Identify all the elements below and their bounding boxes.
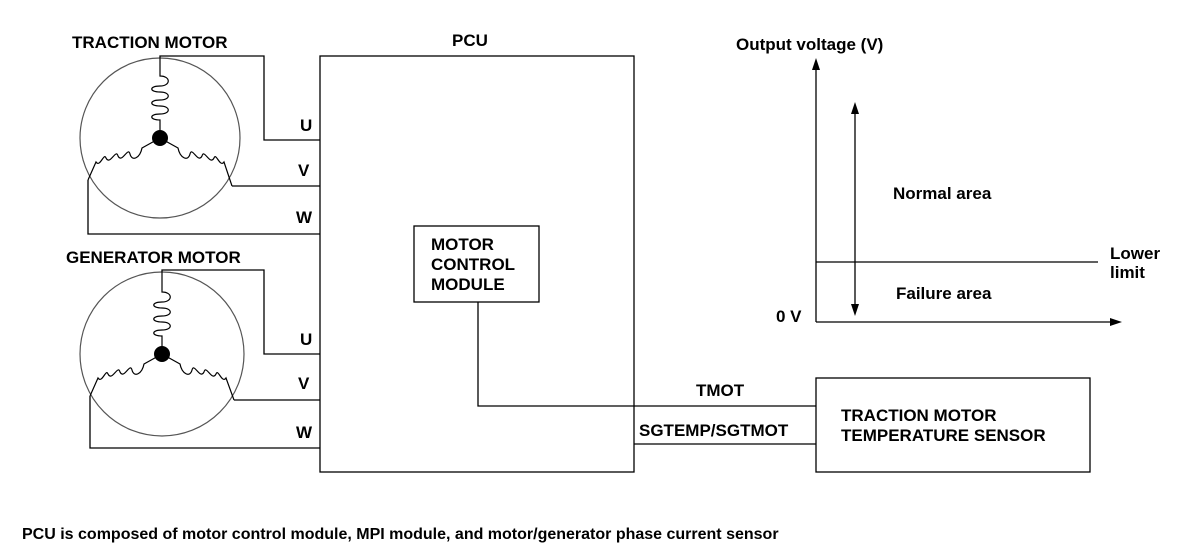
lower-limit-label-line2: limit <box>1110 263 1145 282</box>
tmot-wire <box>477 302 816 407</box>
generator-phase-v-label: V <box>298 374 310 393</box>
caption: PCU is composed of motor control module,… <box>22 526 779 543</box>
traction-motor-coil-right <box>159 137 233 187</box>
zero-volt-label: 0 V <box>776 307 802 326</box>
generator-motor-label: GENERATOR MOTOR <box>66 248 241 267</box>
motor-control-module-box <box>413 225 540 303</box>
generator-motor-coil-top <box>153 272 171 354</box>
normal-area-label: Normal area <box>893 184 992 203</box>
generator-phase-u-label: U <box>300 330 312 349</box>
traction-motor-wire-w <box>87 180 320 235</box>
graph-x-axis-arrowhead <box>1110 318 1122 326</box>
traction-motor-group: TRACTION MOTOR U V W <box>72 33 320 235</box>
mcm-label-line1: MOTOR <box>431 235 494 254</box>
traction-motor-label: TRACTION MOTOR <box>72 33 228 52</box>
mcm-label-line2: CONTROL <box>431 255 515 274</box>
generator-phase-w-label: W <box>296 423 313 442</box>
lower-limit-label-line1: Lower <box>1110 244 1160 263</box>
generator-motor-coil-right <box>161 353 235 401</box>
traction-phase-v-label: V <box>298 161 310 180</box>
range-arrowhead-bottom <box>851 304 859 316</box>
pcu-label: PCU <box>452 31 488 50</box>
graph-ylabel: Output voltage (V) <box>736 35 883 54</box>
mcm-label-line3: MODULE <box>431 275 505 294</box>
sensor-label-line1: TRACTION MOTOR <box>841 406 997 425</box>
temperature-sensor-box <box>815 377 1091 473</box>
traction-phase-w-label: W <box>296 208 313 227</box>
traction-phase-u-label: U <box>300 116 312 135</box>
sensor-label-line2: TEMPERATURE SENSOR <box>841 426 1046 445</box>
range-arrowhead-top <box>851 102 859 114</box>
pcu-group: PCU MOTOR CONTROL MODULE TMOT SGTEMP/SGT… <box>319 31 816 473</box>
traction-motor-neutral-node <box>152 130 168 146</box>
traction-motor-wire-u <box>159 55 320 141</box>
sgtemp-label: SGTEMP/SGTMOT <box>639 421 789 440</box>
traction-motor-coil-left <box>87 137 161 181</box>
generator-motor-neutral-node <box>154 346 170 362</box>
generator-motor-coil-left <box>89 353 163 397</box>
graph-y-axis-arrowhead <box>812 58 820 70</box>
failure-area-label: Failure area <box>896 284 992 303</box>
temperature-sensor-group: TRACTION MOTOR TEMPERATURE SENSOR <box>815 377 1091 473</box>
generator-motor-wire-u <box>161 269 320 355</box>
generator-motor-wire-w <box>89 396 320 449</box>
tmot-label: TMOT <box>696 381 745 400</box>
traction-motor-coil-top <box>151 58 169 138</box>
voltage-graph: Output voltage (V) Normal area Failure a… <box>736 35 1160 326</box>
generator-motor-group: GENERATOR MOTOR U V W <box>66 248 320 449</box>
